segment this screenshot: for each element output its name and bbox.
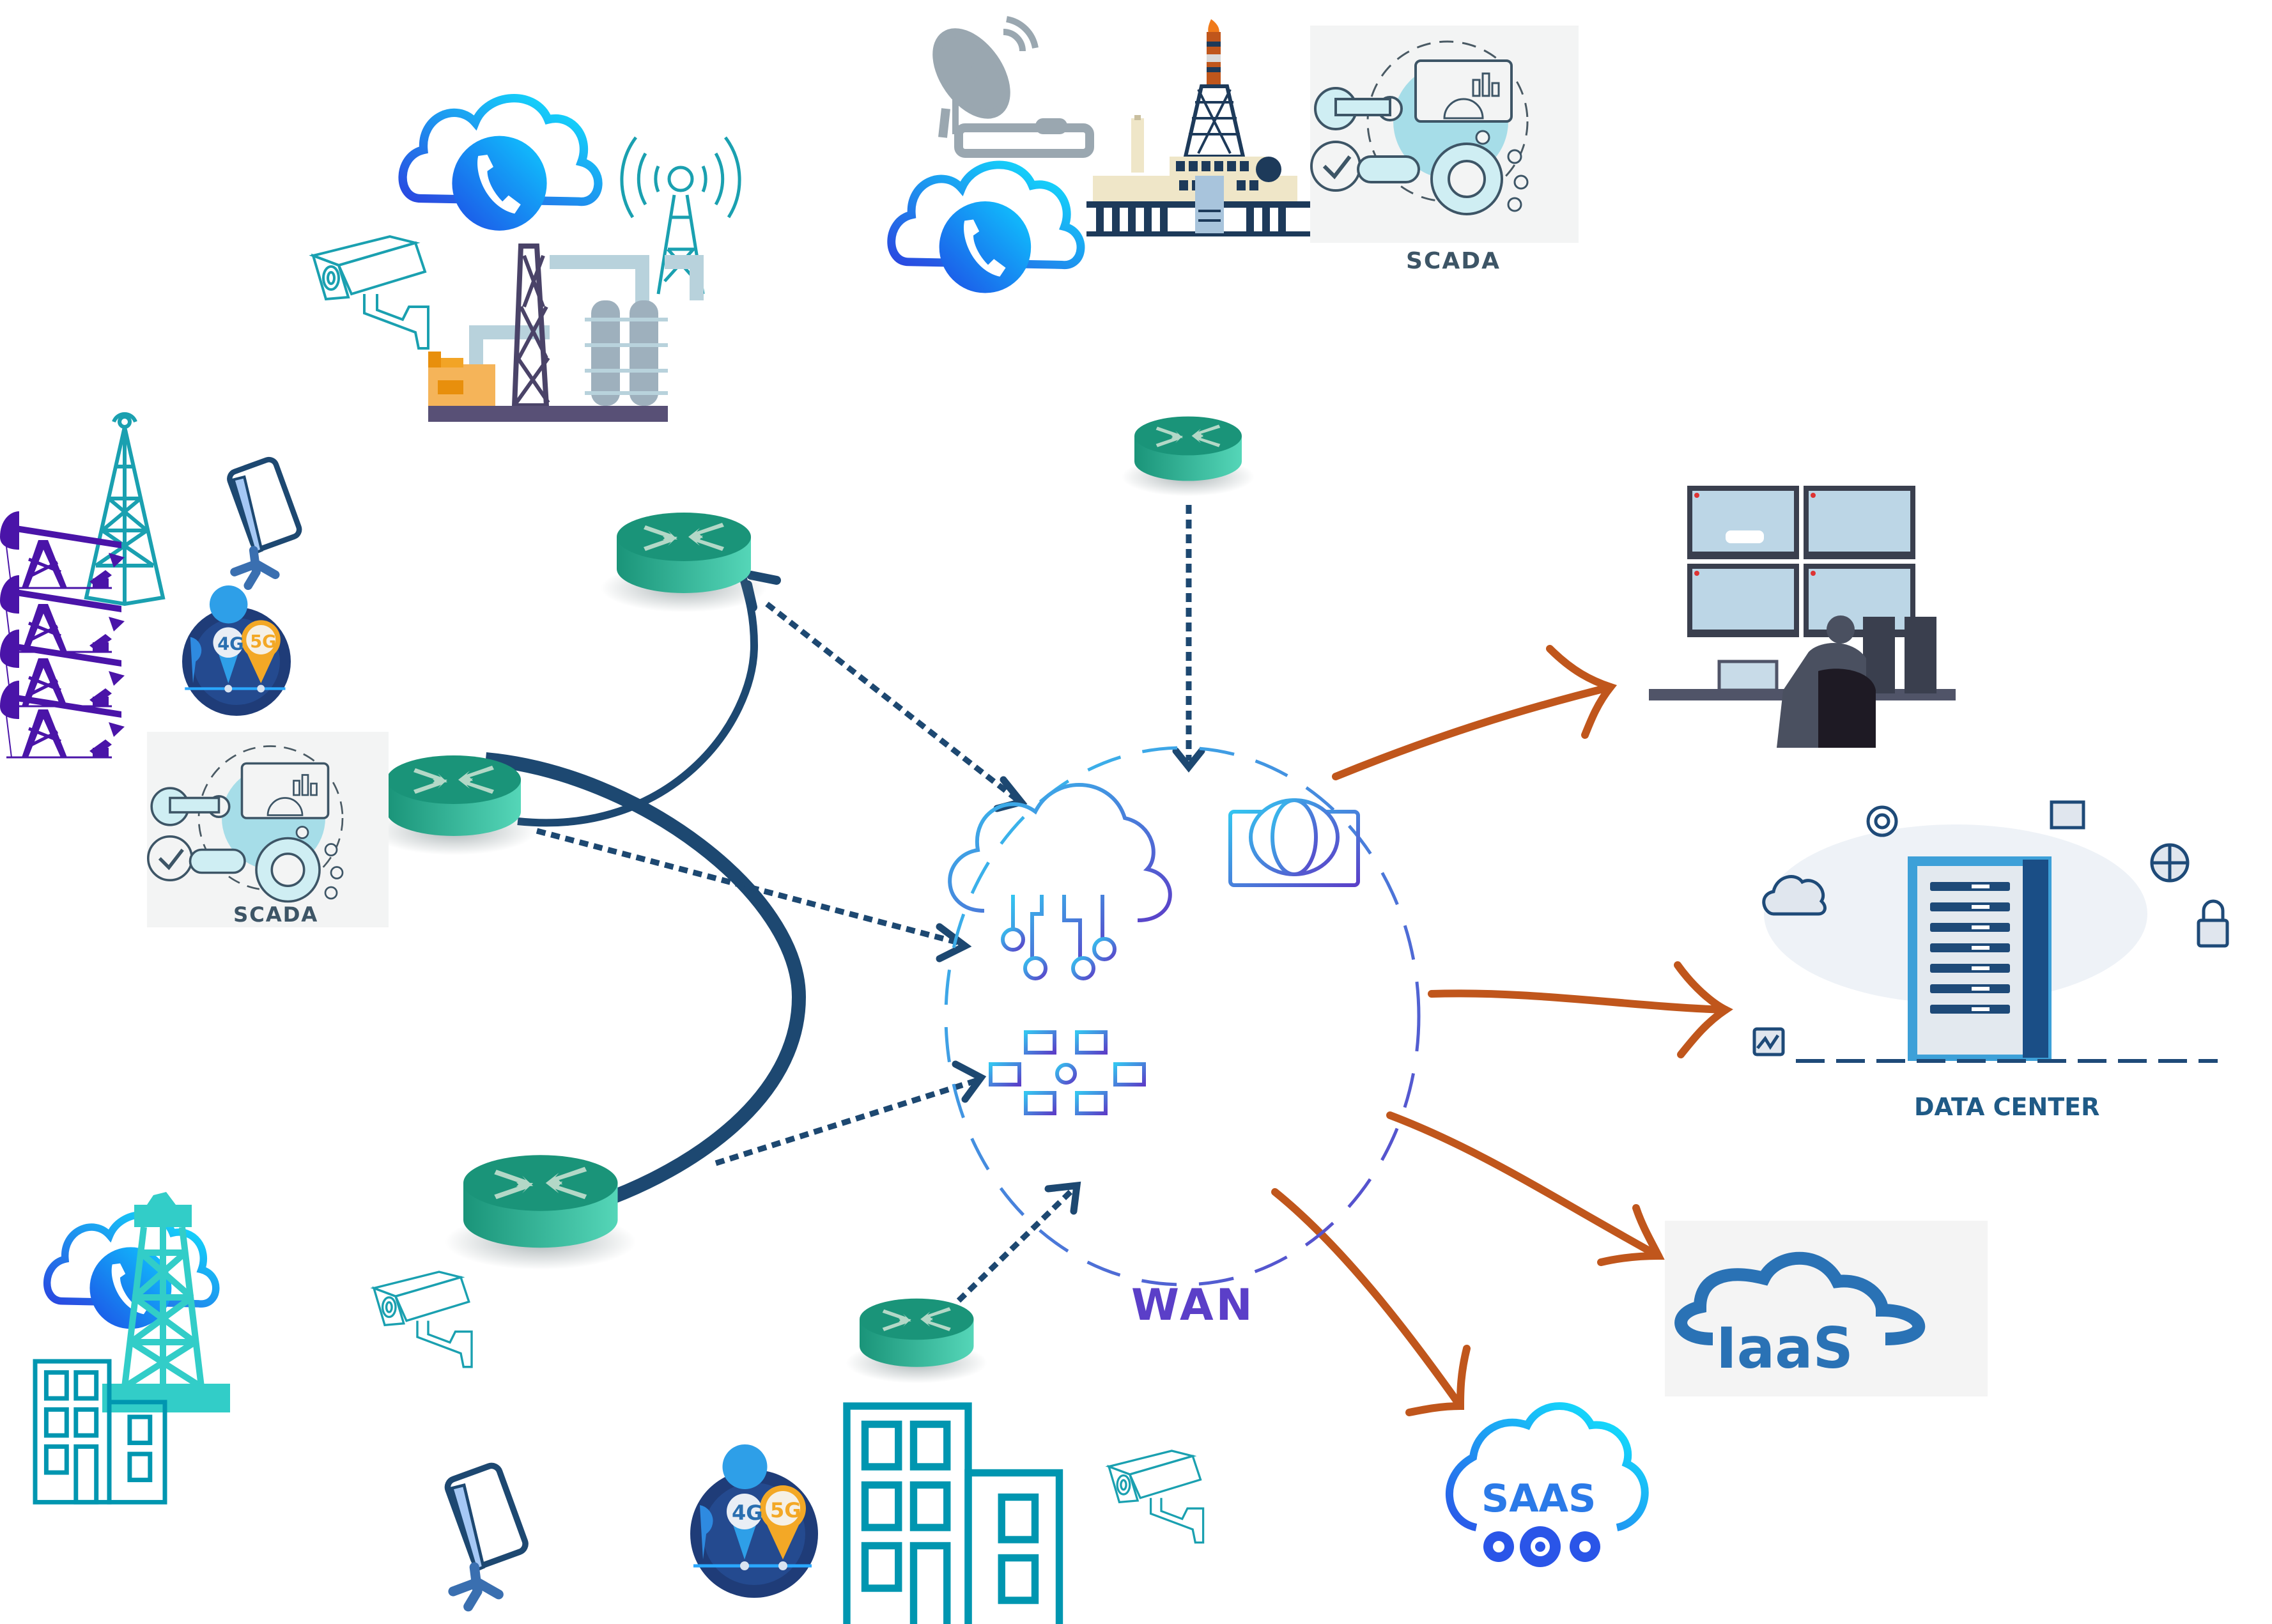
cloud-network-icon <box>948 783 1172 980</box>
cctv-camera-icon <box>373 1271 473 1368</box>
radio-tower-icon <box>620 136 741 295</box>
refinery-site[interactable] <box>312 98 741 422</box>
data-center-icon <box>1752 800 2229 1063</box>
dotted-link-upper-left <box>765 601 1018 801</box>
router-top-center[interactable] <box>1122 416 1255 497</box>
saas[interactable]: SAAS <box>1446 1402 1649 1567</box>
operator-desk-icon <box>1649 615 1956 748</box>
wan-boundary <box>944 746 1421 1287</box>
network-generations-icon: 4G 5G <box>182 585 291 716</box>
offshore-rig-icon <box>1086 19 1317 236</box>
iaas-cloud-icon <box>1674 1251 1926 1345</box>
cloud-phone-icon <box>403 98 598 231</box>
router-bottom-center[interactable] <box>846 1298 987 1384</box>
satellite-terminal-icon <box>228 458 301 585</box>
cell-tower-icon <box>84 412 166 607</box>
gen-label-5g: 5G <box>250 632 276 652</box>
scada-label: SCADA <box>1406 248 1501 274</box>
scada-label: SCADA <box>233 902 318 927</box>
data-center[interactable]: DATA CENTER <box>1752 800 2229 1121</box>
offshore-rig-site[interactable]: SCADA <box>892 16 1579 293</box>
saas-cloud-icon <box>1446 1402 1649 1531</box>
scada-icon: SCADA <box>147 732 389 927</box>
solid-link-big-loop <box>484 752 807 1209</box>
lan-network-icon <box>989 1030 1146 1122</box>
data-center-label: DATA CENTER <box>1914 1093 2099 1121</box>
branch-office-site[interactable]: 4G 5G <box>690 1406 1205 1624</box>
network-generations-icon: 4G 5G <box>690 1444 818 1598</box>
monitoring-center[interactable] <box>1649 486 1956 748</box>
wan-core[interactable]: WAN <box>944 746 1421 1331</box>
drilling-derrick-icon <box>102 1192 230 1412</box>
scada-icon: SCADA <box>1310 26 1579 274</box>
iaas-label: IaaS <box>1716 1315 1853 1381</box>
gen-label-4g: 4G <box>732 1501 763 1525</box>
video-wall-icon <box>1687 486 1915 637</box>
output-arrow-monitoring <box>1332 683 1614 780</box>
refinery-icon <box>428 244 704 422</box>
iaas-tile <box>1665 1221 1988 1396</box>
satellite-dish-icon <box>932 16 1094 158</box>
cctv-camera-icon <box>312 235 429 350</box>
wan-label: WAN <box>1131 1280 1255 1331</box>
gen-label-5g: 5G <box>770 1498 801 1522</box>
router-mid-left[interactable] <box>371 755 537 855</box>
drilling-office-site[interactable] <box>35 1192 528 1607</box>
saas-label: SAAS <box>1481 1476 1596 1521</box>
arrowhead <box>1405 1345 1471 1416</box>
cctv-camera-icon <box>1108 1450 1205 1544</box>
gen-label-4g: 4G <box>217 634 243 654</box>
dotted-link-bottom <box>956 1186 1076 1303</box>
gears-icon <box>1483 1526 1600 1567</box>
iaas[interactable]: IaaS <box>1665 1221 1988 1396</box>
pump-field-site[interactable]: 4G 5G SCADA <box>0 412 389 927</box>
router-lower-left[interactable] <box>445 1155 637 1270</box>
arrowhead <box>936 923 972 963</box>
dotted-link-lower-left <box>715 1077 979 1166</box>
arrowhead <box>1597 1204 1665 1266</box>
satellite-terminal-icon <box>445 1464 528 1607</box>
office-building-icon <box>35 1361 165 1502</box>
output-arrow-datacenter <box>1428 989 1729 1014</box>
arrowhead <box>1044 1181 1081 1215</box>
arrowhead <box>1674 961 1733 1058</box>
output-arrow-iaas <box>1386 1111 1662 1260</box>
arrowhead <box>952 1060 987 1103</box>
arrowhead <box>1546 645 1618 739</box>
globe-monitor-icon <box>1228 798 1360 900</box>
arrowhead <box>1172 747 1205 773</box>
links <box>484 505 1733 1416</box>
output-arrow-saas <box>1271 1188 1464 1410</box>
cloud-phone-icon <box>892 165 1081 293</box>
office-building-icon <box>847 1406 1060 1624</box>
router-upper-left[interactable] <box>601 513 767 612</box>
